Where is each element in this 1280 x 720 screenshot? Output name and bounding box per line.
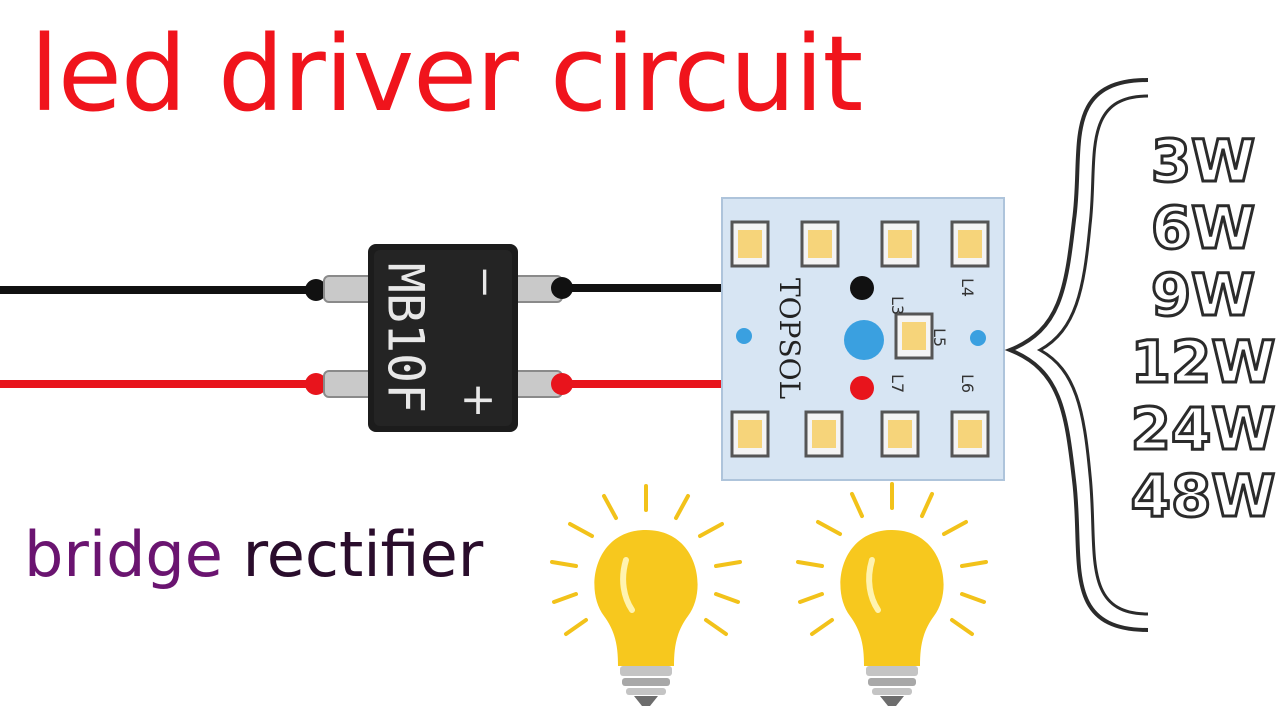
caption-bridge: bridge — [24, 518, 223, 591]
page-title: led driver circuit — [30, 13, 863, 135]
led-label: L6 — [958, 374, 977, 393]
led-label: L3 — [888, 296, 907, 315]
board-negative-contact — [850, 276, 874, 300]
light-bulb-icon — [796, 482, 988, 706]
positive-output-joint — [551, 373, 573, 395]
caption-rectifier: rectifier — [222, 518, 484, 591]
light-bulb-icon — [550, 484, 742, 706]
board-mount-hole — [970, 330, 986, 346]
curly-brace — [1004, 78, 1149, 632]
negative-output-joint — [551, 277, 573, 299]
rectifier-caption: bridge rectifier — [24, 524, 483, 586]
wattage-option: 9W — [1149, 260, 1256, 330]
led-label: L7 — [888, 374, 907, 393]
wattage-option: 24W — [1129, 394, 1277, 464]
board-positive-contact — [850, 376, 874, 400]
led-chip — [804, 410, 844, 458]
led-chip — [800, 220, 840, 268]
led-board: L3 L4 L5 L7 L6 TOPSOL — [721, 197, 1005, 481]
board-mount-hole — [736, 328, 752, 344]
led-label: L4 — [958, 278, 977, 297]
positive-input-joint — [305, 373, 327, 395]
rectifier-minus-label: − — [462, 265, 508, 299]
led-chip — [880, 410, 920, 458]
led-chip — [950, 220, 990, 268]
led-chip — [950, 410, 990, 458]
led-chip — [730, 410, 770, 458]
rectifier-plus-label: + — [460, 374, 497, 425]
bridge-rectifier-chip: MB10F − + — [368, 244, 518, 432]
board-mount-hole — [844, 320, 884, 360]
board-brand-label: TOPSOL — [773, 278, 806, 399]
wattage-option: 3W — [1149, 126, 1256, 196]
wattage-option: 48W — [1129, 461, 1277, 531]
wattage-option: 6W — [1149, 193, 1256, 263]
negative-input-joint — [305, 279, 327, 301]
curly-brace-inner — [1036, 94, 1149, 616]
wattage-option: 12W — [1129, 327, 1277, 397]
wattage-list: 3W 6W 9W 12W 24W 48W — [1128, 126, 1278, 531]
rectifier-model-label: MB10F — [377, 263, 435, 414]
led-chip — [880, 220, 920, 268]
led-label: L5 — [930, 328, 949, 347]
led-chip — [730, 220, 770, 268]
led-chip — [894, 312, 934, 360]
